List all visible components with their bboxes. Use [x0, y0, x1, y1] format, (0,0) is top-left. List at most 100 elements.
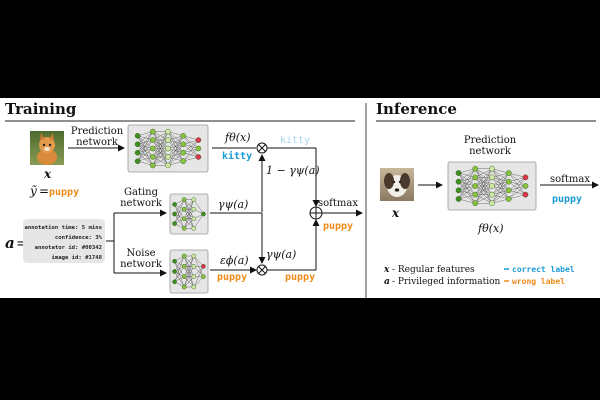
network-edge [458, 168, 476, 200]
multiply-node-top [256, 142, 268, 154]
network-edge [491, 190, 509, 204]
network-edge [475, 168, 493, 178]
noise-label-line2: network [120, 259, 163, 270]
annotation-line-4: image id: #1748 [51, 255, 102, 261]
noisy-label-symbol: ỹ [29, 184, 37, 198]
network-edge [508, 177, 526, 200]
train-softmax: softmax [318, 198, 358, 209]
network-edge [491, 172, 509, 204]
network-node [150, 145, 156, 152]
network-edge [475, 168, 493, 187]
network-node [150, 162, 156, 169]
train-f-output: fθ(x) [224, 131, 250, 144]
network-edge [491, 172, 509, 178]
network-node [150, 154, 156, 160]
annotation-line-2: confidence: 3% [55, 235, 103, 241]
inference-prediction-network [447, 161, 537, 211]
network-edge [184, 209, 194, 229]
noisy-label-eq: = [39, 184, 49, 198]
network-edge [152, 131, 169, 158]
infer-input-symbol: x [391, 206, 400, 220]
network-node [165, 137, 171, 143]
network-edge [458, 177, 476, 200]
network-node [191, 206, 197, 212]
network-edge [152, 156, 169, 166]
gating-output-2: γψ(a) [266, 248, 296, 261]
network-edge [193, 255, 204, 267]
network-node [134, 133, 141, 139]
network-node [455, 196, 462, 202]
network-edge [193, 276, 204, 288]
network-node [181, 197, 187, 202]
network-node [455, 187, 462, 194]
network-node [195, 145, 202, 152]
multiply-node-bottom [256, 264, 268, 276]
network-edge [174, 209, 185, 224]
network-node [505, 170, 512, 176]
network-node [150, 137, 156, 143]
network-node [191, 284, 197, 290]
privileged-symbol: a [5, 234, 15, 252]
network-edge [167, 144, 184, 166]
network-node [172, 221, 177, 226]
train-f-label: kitty [222, 150, 252, 162]
network-node [165, 145, 171, 152]
network-node [134, 141, 141, 148]
network-node [489, 191, 495, 198]
network-edge [458, 198, 476, 204]
network-node [181, 206, 187, 212]
network-edge [491, 172, 509, 187]
network-edge [183, 148, 199, 162]
network-edge [152, 139, 169, 166]
annotation-line-3: annotator id: #00342 [35, 245, 102, 251]
network-node [172, 279, 177, 285]
network-edge [491, 168, 509, 174]
network-node [472, 191, 479, 198]
network-edge [152, 131, 169, 141]
infer-softmax: softmax [550, 174, 590, 185]
network-node [195, 137, 202, 143]
network-node [150, 128, 156, 135]
network-edge [137, 131, 153, 153]
gating-label-line1: Gating [124, 187, 159, 198]
network-edge [491, 172, 509, 195]
legend-wrong-label: wrong label [512, 277, 565, 286]
annotation-line-1: annotation time: 5 mins [25, 225, 102, 231]
network-node [181, 284, 187, 290]
network-edge [174, 266, 185, 282]
one-minus-gamma: 1 − γψ(a) [266, 164, 320, 177]
network-edge [458, 168, 476, 174]
network-edge [174, 255, 185, 282]
network-node [522, 191, 529, 198]
network-edge [491, 198, 509, 204]
network-node [522, 174, 529, 181]
network-edge [184, 266, 194, 288]
noise-network [169, 249, 209, 294]
network-node [201, 264, 206, 269]
network-node [172, 211, 177, 217]
network-node [181, 253, 187, 259]
network-node [165, 128, 171, 135]
network-edge [458, 168, 476, 182]
network-edge [491, 181, 509, 204]
network-edge [193, 266, 204, 277]
network-node [489, 183, 495, 189]
network-edge [174, 199, 185, 215]
infer-prediction-line2: network [469, 146, 512, 157]
network-node [191, 253, 197, 259]
network-node [505, 187, 512, 194]
network-edge [167, 135, 184, 158]
network-node [165, 154, 171, 160]
network-node [191, 274, 197, 279]
network-node [489, 165, 495, 172]
network-edge [508, 194, 526, 200]
legend-privileged-symbol: a [384, 277, 390, 287]
network-node [181, 264, 187, 269]
diagram-canvas: Training Inference x ỹ = puppy Predictio… [5, 100, 599, 298]
network-node [472, 200, 479, 207]
prediction-label-line2: network [76, 137, 119, 148]
network-node [505, 178, 512, 185]
network-edge [137, 139, 153, 162]
network-edge [184, 199, 194, 229]
network-node [191, 216, 197, 222]
